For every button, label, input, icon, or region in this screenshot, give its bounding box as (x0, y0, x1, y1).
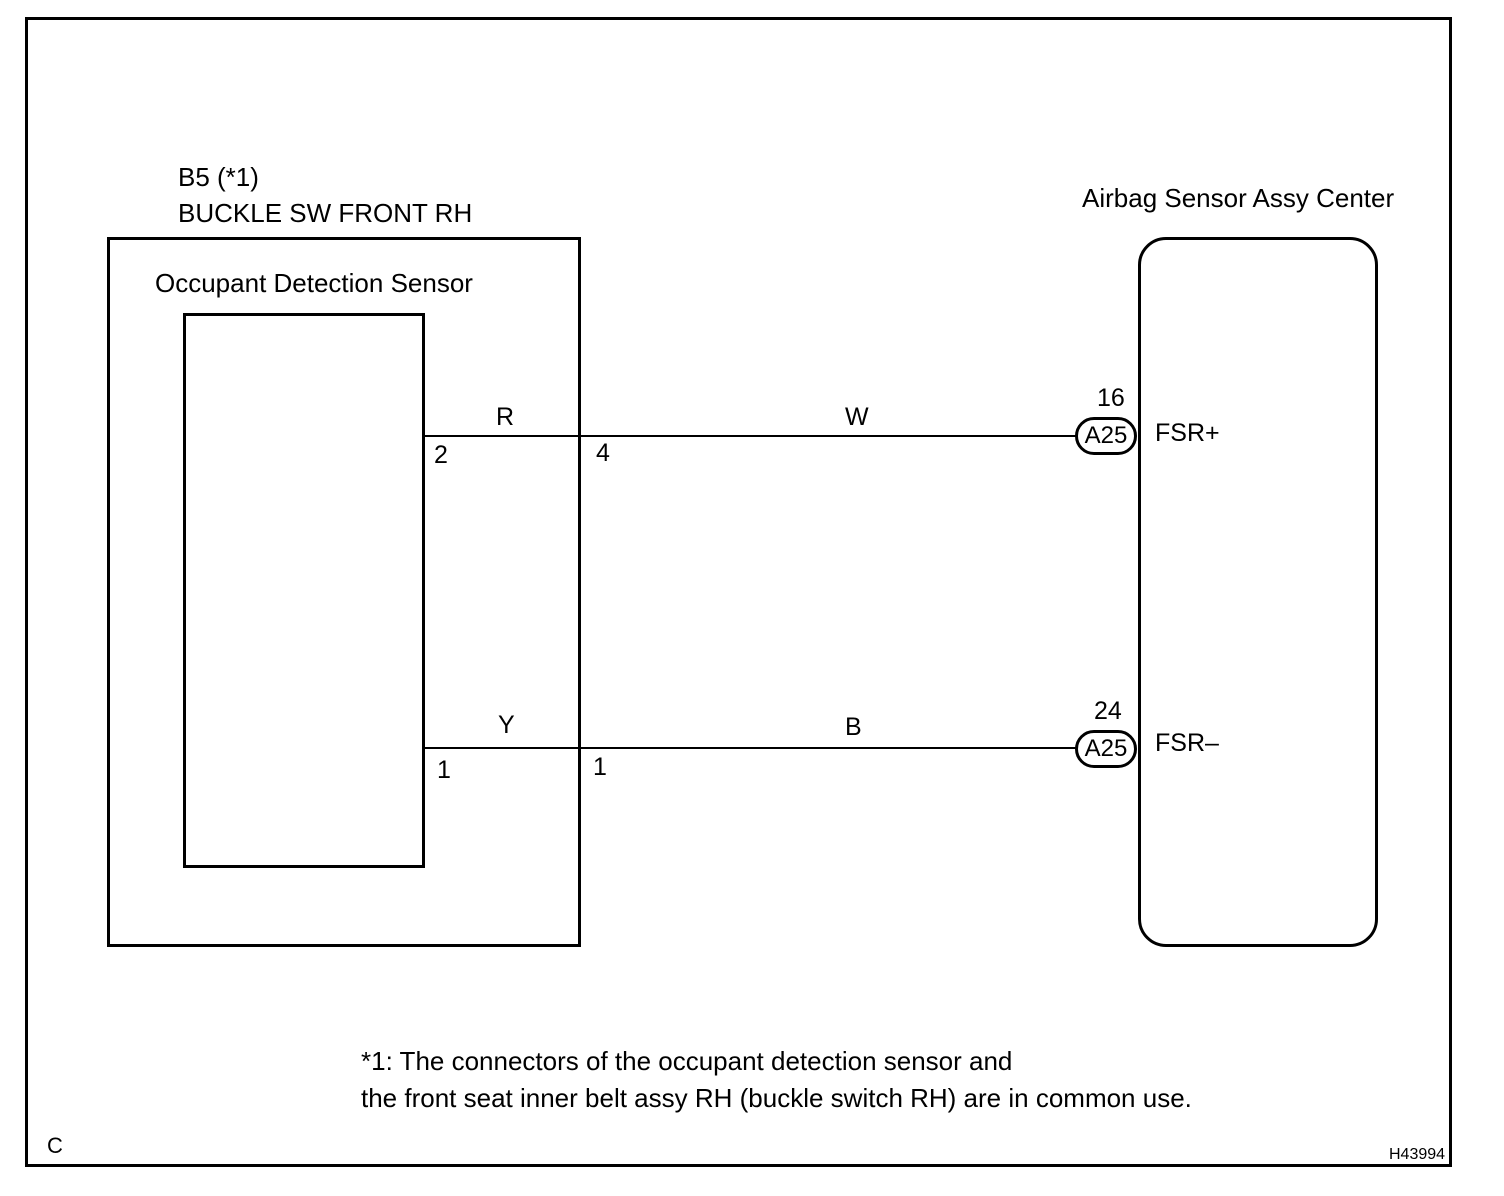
sensor-label: Occupant Detection Sensor (155, 268, 473, 298)
wire-lower-sensor (425, 747, 580, 749)
connector-pin-upper: 4 (596, 439, 610, 467)
wire-upper-harness (580, 435, 1077, 437)
sensor-wire-color-lower: Y (498, 711, 515, 739)
buckle-switch-box (107, 237, 581, 947)
airbag-sensor-ecu-box (1138, 237, 1378, 947)
corner-mark: C (47, 1133, 63, 1158)
ecu-pin-upper: 16 (1097, 384, 1125, 412)
ecu-terminal-lower: FSR– (1155, 729, 1219, 757)
ecu-name: Airbag Sensor Assy Center (1082, 183, 1395, 213)
sensor-pin-upper: 2 (434, 441, 448, 469)
ecu-connector-upper: A25 (1075, 417, 1137, 455)
sensor-pin-lower: 1 (437, 756, 451, 784)
diagram-frame (25, 17, 1452, 1167)
footnote-line-1: *1: The connectors of the occupant detec… (361, 1046, 1013, 1076)
harness-wire-color-upper: W (845, 403, 869, 431)
component-code: B5 (*1) (178, 162, 259, 192)
occupant-detection-sensor-box (183, 313, 425, 868)
wire-lower-harness (580, 747, 1077, 749)
wire-upper-sensor (425, 435, 580, 437)
harness-wire-color-lower: B (845, 713, 862, 741)
figure-id: H43994 (1389, 1146, 1446, 1163)
sensor-wire-color-upper: R (496, 403, 515, 431)
component-name: BUCKLE SW FRONT RH (178, 198, 473, 228)
ecu-terminal-upper: FSR+ (1155, 419, 1220, 447)
ecu-pin-lower: 24 (1094, 697, 1122, 725)
ecu-connector-lower: A25 (1075, 730, 1137, 768)
footnote-line-2: the front seat inner belt assy RH (buckl… (361, 1083, 1192, 1113)
connector-pin-lower: 1 (593, 753, 607, 781)
